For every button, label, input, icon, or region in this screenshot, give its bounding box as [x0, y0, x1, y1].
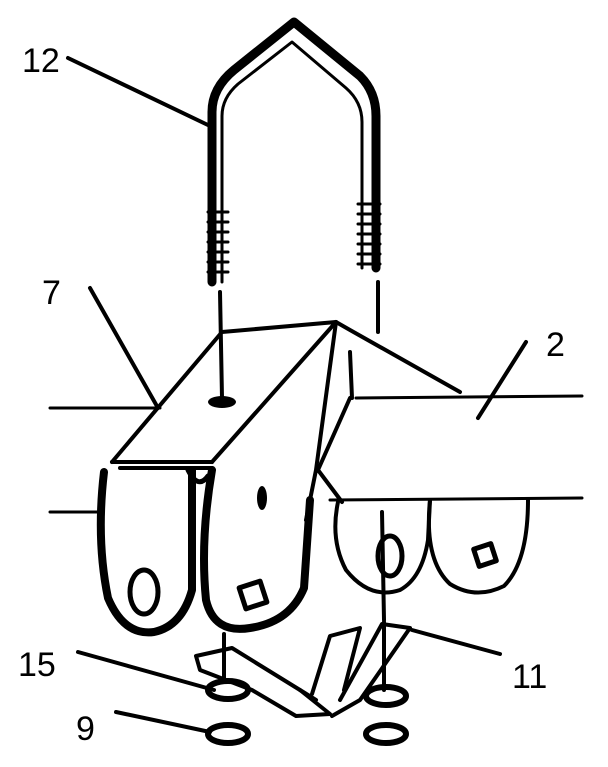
center-lines	[218, 280, 386, 622]
callout-2: 2	[546, 326, 565, 364]
lug-slot	[257, 486, 267, 510]
bracket-body	[110, 320, 462, 522]
lug-hole-left	[127, 567, 161, 617]
callout-12: 12	[22, 42, 60, 80]
bolt-hole-top	[208, 396, 236, 408]
callout-7: 7	[42, 274, 61, 312]
callout-9: 9	[76, 710, 95, 748]
right-lugs	[333, 498, 530, 595]
callout-11: 11	[512, 658, 548, 696]
left-lug-back	[96, 466, 211, 637]
clamp-jaws	[194, 622, 412, 718]
nuts-and-washers	[205, 678, 409, 746]
bolt-stubs	[222, 620, 386, 692]
leader-lines	[66, 56, 528, 734]
callout-15: 15	[18, 646, 56, 684]
u-bolt	[206, 17, 382, 287]
left-lug-front	[200, 466, 314, 633]
u-bolt-threads	[206, 202, 382, 274]
beam-lines	[48, 394, 584, 514]
lug-square-hole	[236, 578, 270, 612]
